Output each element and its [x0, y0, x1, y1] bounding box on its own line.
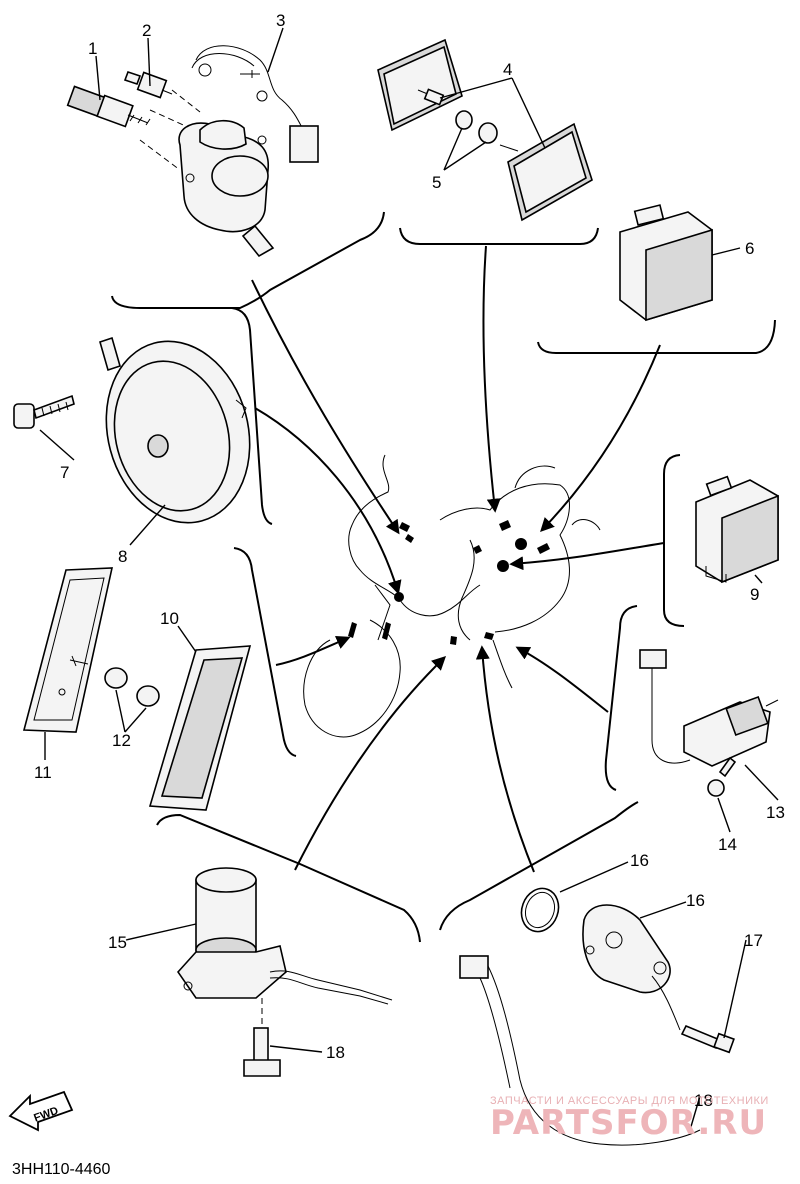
callout-17: 4 — [503, 60, 512, 79]
part-9-lead — [459, 955, 701, 1146]
callout-14: 8 — [118, 547, 127, 566]
motorcycle-frame-sketch — [303, 454, 601, 738]
callout-11: 13 — [766, 803, 785, 822]
callout-6: 15 — [108, 933, 127, 952]
callout-7: 18 — [326, 1043, 345, 1062]
watermark-line2: PARTSFOR.RU — [490, 1103, 767, 1143]
part-12-screw — [707, 756, 737, 797]
part-14-horn — [99, 336, 251, 524]
callout-15: 7 — [60, 463, 69, 482]
callout-9: 18 — [694, 1091, 713, 1110]
callout-16-left: 11 — [34, 763, 52, 782]
diagram-part-code: 3HH110-4460 — [12, 1161, 111, 1178]
part-16-side-reflector-left — [22, 567, 114, 733]
callout-5: 3 — [276, 11, 285, 30]
part-7-bolt — [243, 998, 281, 1077]
attachment-marks — [348, 520, 550, 645]
part-17-reflector-lower — [499, 122, 593, 222]
part-1-sensor — [582, 904, 681, 1031]
thermostat-housing — [178, 119, 275, 258]
callout-13: 6 — [745, 239, 754, 258]
part-18-nuts-lower — [104, 667, 160, 707]
part-17-reflector-upper — [377, 38, 463, 132]
part-13-relay — [619, 204, 713, 322]
part-2-o-ring — [520, 887, 560, 933]
part-3-screw — [680, 1024, 735, 1054]
part-16-side-reflector-right — [148, 645, 252, 811]
callout-3: 17 — [744, 931, 763, 950]
part-8-pressure-switch — [66, 85, 151, 128]
callout-18-lower: 12 — [112, 731, 131, 750]
group-brackets — [111, 211, 776, 943]
part-4-thermo-switch — [123, 70, 173, 99]
part-11-sensor — [639, 649, 779, 767]
callout-10: 9 — [750, 585, 759, 604]
callout-12: 14 — [718, 835, 737, 854]
callout-2: 16 — [630, 851, 649, 870]
fwd-direction-icon: FWD — [8, 1090, 74, 1132]
part-5-thermo-unit — [191, 45, 319, 163]
watermark: ЗАПЧАСТИ И АКСЕССУАРЫ ДЛЯ МОТОТЕХНИКИ PA… — [490, 1095, 769, 1143]
connection-arrows — [251, 245, 665, 873]
part-10-relay — [695, 475, 779, 584]
callout-8: 1 — [88, 39, 97, 58]
callout-16-right: 10 — [160, 609, 179, 628]
callout-1: 16 — [686, 891, 705, 910]
callout-18-upper: 5 — [432, 173, 441, 192]
part-15-bolt — [13, 394, 75, 429]
callout-labels: 1 2 3 4 5 6 7 8 9 10 11 12 13 14 15 16 1… — [34, 11, 785, 1110]
part-18-nuts-upper — [455, 110, 498, 144]
leader-lines — [39, 27, 779, 1131]
watermark-line1: ЗАПЧАСТИ И АКСЕССУАРЫ ДЛЯ МОТОТЕХНИКИ — [490, 1095, 769, 1107]
part-6-solenoid — [176, 867, 393, 1005]
callout-4: 2 — [142, 21, 151, 40]
